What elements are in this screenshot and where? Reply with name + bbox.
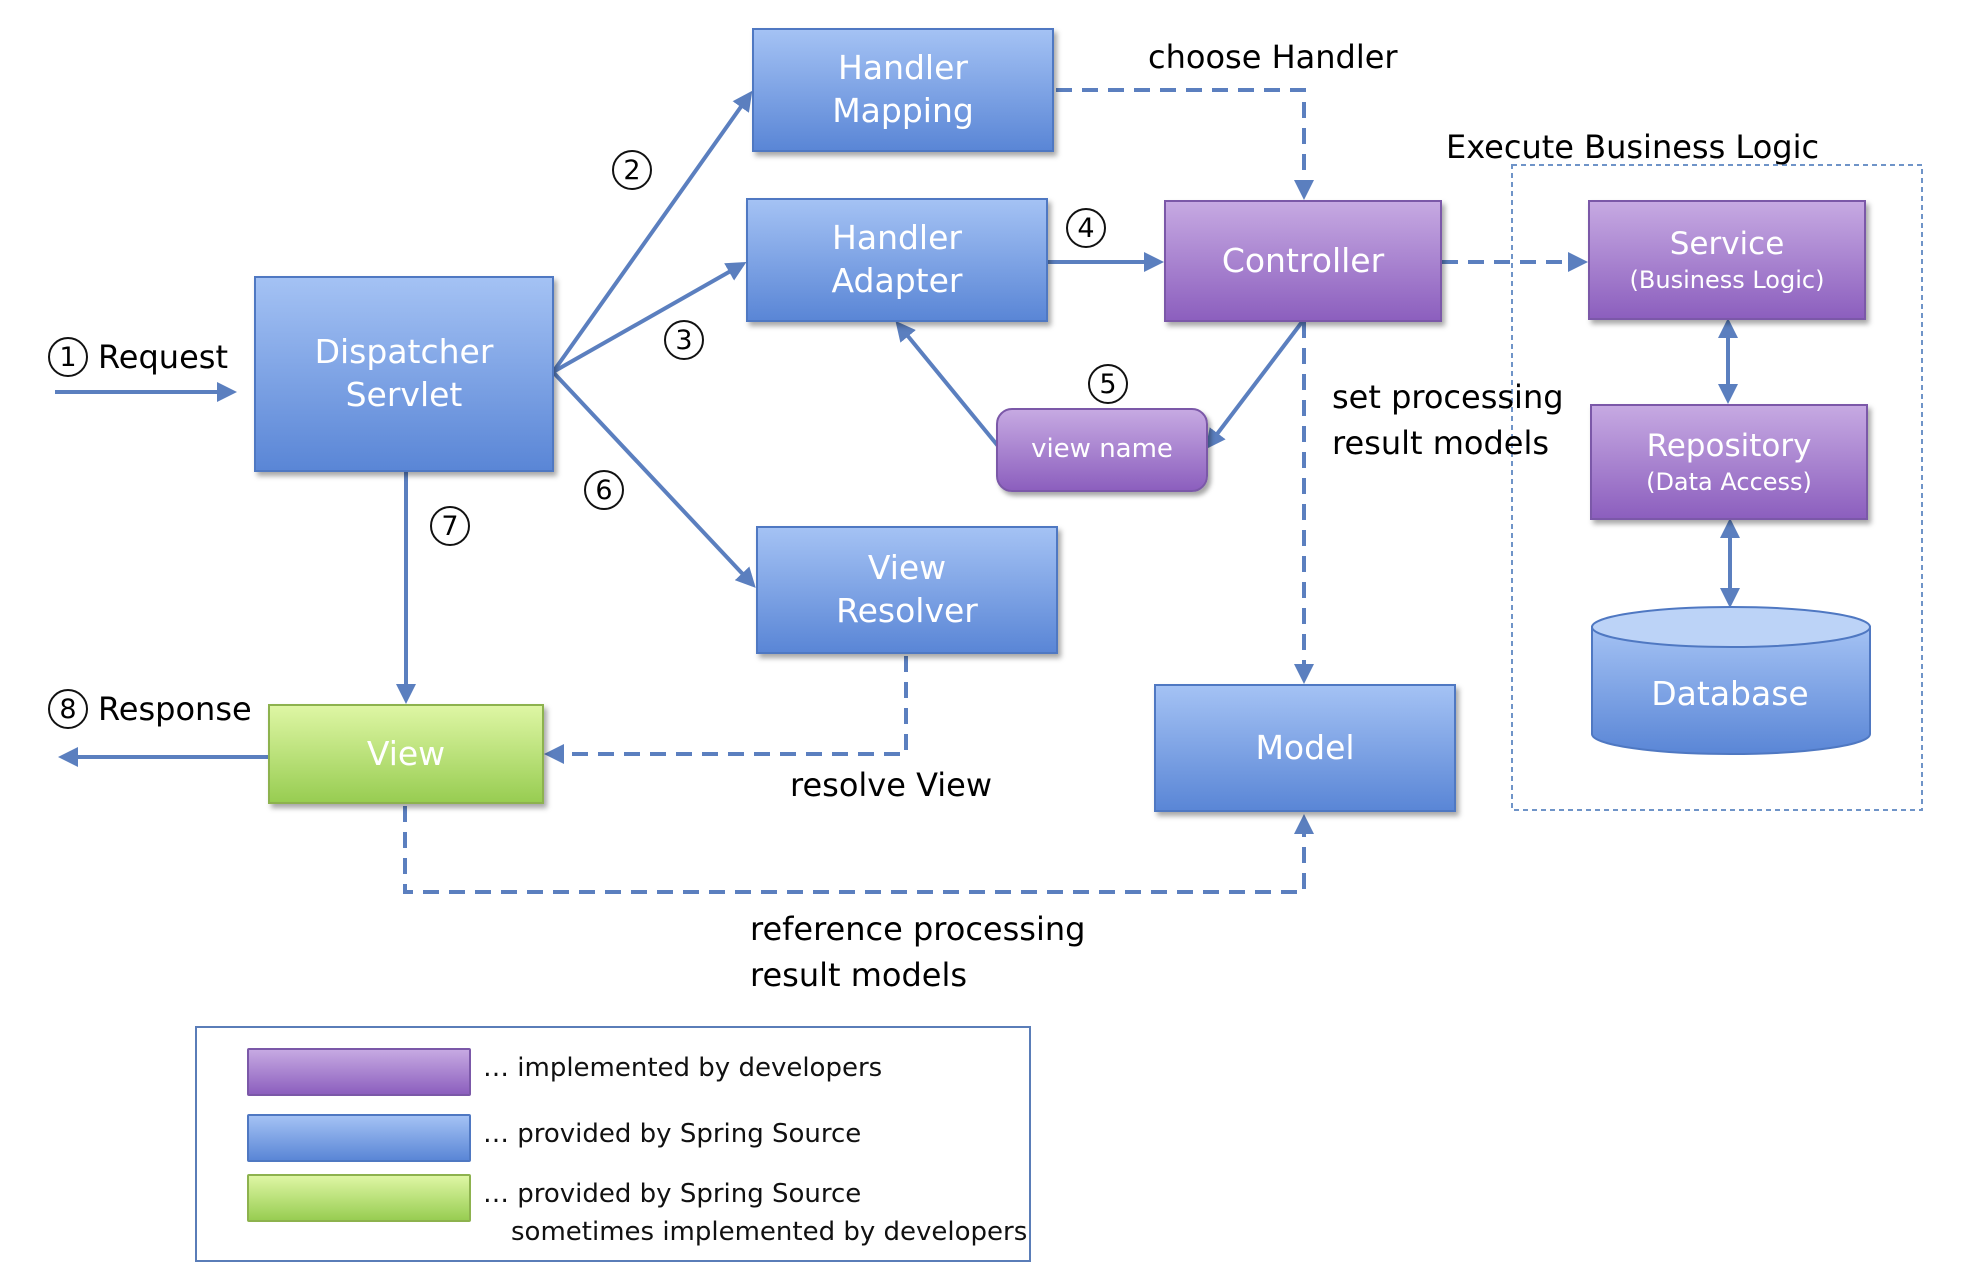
- handler-adapter-line1: Handler: [832, 218, 962, 258]
- reference-processing-line1: reference processing: [750, 910, 1086, 948]
- controller-box: Controller: [1164, 200, 1442, 322]
- handler-mapping-box: Handler Mapping: [752, 28, 1054, 152]
- view-resolver-box: View Resolver: [756, 526, 1058, 654]
- resolve-view-label: resolve View: [790, 766, 993, 804]
- response-text: Response: [98, 690, 252, 728]
- handler-mapping-line2: Mapping: [832, 91, 974, 130]
- step-6-marker: 6: [584, 470, 624, 510]
- dispatcher-to-view-resolver-arrow: [551, 370, 756, 588]
- view-name-to-handler-adapter-arrow: [895, 320, 1000, 448]
- dispatcher-servlet-line2: Servlet: [345, 375, 463, 414]
- dispatcher-to-handler-adapter-arrow: [552, 262, 747, 374]
- model-box: Model: [1154, 684, 1456, 812]
- step-3-marker: 3: [664, 320, 704, 360]
- choose-handler-dashed-arrow: [1056, 88, 1314, 200]
- legend-swatch-blue: [247, 1114, 471, 1162]
- handler-adapter-box: Handler Adapter: [746, 198, 1048, 322]
- request-label: 1 Request: [48, 334, 228, 380]
- set-processing-label: set processing result models: [1332, 374, 1564, 467]
- legend-text-purple: … implemented by developers: [483, 1053, 883, 1083]
- view-resolver-line2: Resolver: [836, 591, 978, 630]
- resolve-view-dashed-arrow: [544, 656, 908, 764]
- legend-swatch-green: [247, 1174, 471, 1222]
- set-processing-line2: result models: [1332, 424, 1550, 463]
- database-label: Database: [1651, 673, 1809, 713]
- controller-label: Controller: [1221, 240, 1385, 280]
- step-2-marker: 2: [612, 150, 652, 190]
- view-resolver-line1: View: [867, 548, 947, 588]
- step-7-marker: 7: [430, 506, 470, 546]
- repository-subtitle: (Data Access): [1646, 467, 1812, 496]
- step-8-marker: 8: [48, 689, 88, 730]
- request-text: Request: [98, 338, 228, 376]
- view-box: View: [268, 704, 544, 804]
- reference-processing-label: reference processing result models: [750, 906, 1085, 999]
- model-label: Model: [1255, 727, 1355, 767]
- legend-text-blue: … provided by Spring Source: [483, 1119, 862, 1149]
- legend-text-green: … provided by Spring Source sometimes im…: [483, 1176, 1027, 1251]
- legend: … implemented by developers … provided b…: [195, 1026, 1031, 1262]
- legend-text-green-line2: sometimes implemented by developers: [511, 1216, 1028, 1247]
- repository-box: Repository (Data Access): [1590, 404, 1868, 520]
- step-4-marker: 4: [1066, 208, 1106, 248]
- reference-processing-line2: result models: [750, 956, 968, 995]
- set-processing-line1: set processing: [1332, 378, 1564, 416]
- execute-business-logic-label: Execute Business Logic: [1446, 128, 1820, 166]
- legend-text-green-line1: … provided by Spring Source: [483, 1179, 862, 1209]
- handler-mapping-line1: Handler: [838, 48, 968, 88]
- dispatcher-servlet-line1: Dispatcher: [314, 332, 494, 372]
- step-5-marker: 5: [1088, 364, 1128, 404]
- legend-swatch-purple: [247, 1048, 471, 1096]
- controller-to-view-name-arrow: [1205, 320, 1304, 450]
- service-title: Service: [1669, 226, 1785, 263]
- handler-adapter-line2: Adapter: [831, 261, 963, 300]
- repository-title: Repository: [1646, 428, 1812, 465]
- service-subtitle: (Business Logic): [1629, 265, 1825, 294]
- response-label: 8 Response: [48, 686, 252, 732]
- dispatcher-to-handler-mapping-arrow: [551, 90, 753, 374]
- view-label: View: [366, 733, 446, 773]
- step-1-marker: 1: [48, 337, 88, 378]
- business-logic-boundary: [1511, 164, 1923, 811]
- choose-handler-label: choose Handler: [1148, 38, 1398, 76]
- view-name-box: view name: [996, 408, 1208, 492]
- database-cylinder: [1591, 606, 1871, 755]
- reference-processing-dashed-arrow: [403, 806, 1314, 894]
- service-box: Service (Business Logic): [1588, 200, 1866, 320]
- view-name-label: view name: [1031, 434, 1173, 465]
- dispatcher-servlet-box: Dispatcher Servlet: [254, 276, 554, 472]
